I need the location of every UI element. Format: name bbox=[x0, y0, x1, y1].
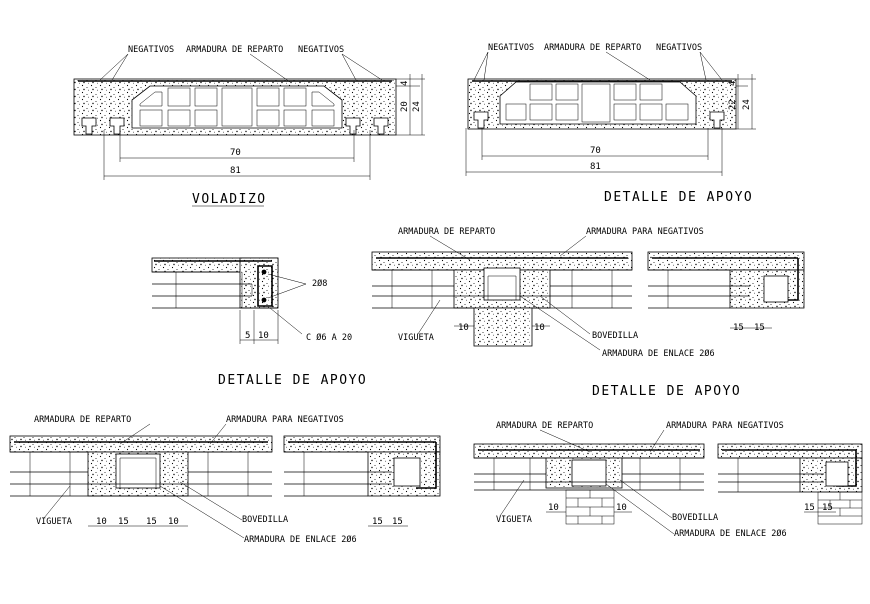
label-armadura-reparto-a: ARMADURA DE REPARTO bbox=[186, 45, 283, 55]
dim-10-d2: 10 bbox=[534, 323, 545, 333]
dim-5-c: 5 bbox=[245, 331, 250, 341]
label-vigueta-f: VIGUETA bbox=[496, 515, 532, 525]
dim-15-e2: 15 bbox=[146, 517, 157, 527]
bovedilla-block bbox=[131, 85, 343, 129]
dim-24-a: 24 bbox=[412, 101, 422, 112]
label-armadura-enlace-e: ARMADURA DE ENLACE 2Ø6 bbox=[244, 534, 357, 545]
dim-22-b: 22 bbox=[728, 99, 738, 110]
label-stirrup: C Ø6 A 20 bbox=[306, 332, 352, 343]
label-negativos-a2: NEGATIVOS bbox=[298, 45, 344, 55]
dim-4-a: 4 bbox=[400, 81, 410, 86]
dim-24-b: 24 bbox=[742, 99, 752, 110]
label-armadura-reparto-e: ARMADURA DE REPARTO bbox=[34, 415, 131, 425]
bovedilla-block-b bbox=[499, 81, 697, 125]
title-detalle-apoyo-1: DETALLE DE APOYO bbox=[604, 190, 753, 205]
dim-81-a: 81 bbox=[230, 166, 241, 176]
section-continuous-bottom-right bbox=[473, 429, 863, 535]
dim-81-b: 81 bbox=[590, 162, 601, 172]
label-bovedilla-d: BOVEDILLA bbox=[592, 331, 638, 341]
label-vigueta-e: VIGUETA bbox=[36, 517, 72, 527]
masonry-wall bbox=[565, 489, 615, 525]
label-armadura-negativos-e: ARMADURA PARA NEGATIVOS bbox=[226, 415, 344, 425]
dim-10-c: 10 bbox=[258, 331, 269, 341]
dim-70-b: 70 bbox=[590, 146, 601, 156]
section-continuous-mid bbox=[371, 235, 805, 351]
title-detalle-apoyo-2: DETALLE DE APOYO bbox=[218, 373, 367, 388]
dim-15-d1: 15 bbox=[733, 323, 744, 333]
label-armadura-reparto-d: ARMADURA DE REPARTO bbox=[398, 227, 495, 237]
label-negativos-a1: NEGATIVOS bbox=[128, 45, 174, 55]
dim-70-a: 70 bbox=[230, 148, 241, 158]
label-armadura-negativos-d: ARMADURA PARA NEGATIVOS bbox=[586, 227, 704, 237]
dim-15-e3: 15 bbox=[372, 517, 383, 527]
label-negativos-b2: NEGATIVOS bbox=[656, 43, 702, 53]
label-bovedilla-e: BOVEDILLA bbox=[242, 515, 288, 525]
label-armadura-enlace-f: ARMADURA DE ENLACE 2Ø6 bbox=[674, 528, 787, 539]
dim-15-f2: 15 bbox=[822, 503, 833, 513]
dim-20-a: 20 bbox=[400, 101, 410, 112]
dim-10-f1: 10 bbox=[548, 503, 559, 513]
section-cantilever-detail bbox=[151, 257, 307, 344]
section-voladizo bbox=[73, 53, 425, 180]
dim-10-e1: 10 bbox=[96, 517, 107, 527]
label-armadura-enlace-d: ARMADURA DE ENLACE 2Ø6 bbox=[602, 348, 715, 359]
section-apoyo-top bbox=[465, 51, 756, 176]
label-armadura-reparto-f: ARMADURA DE REPARTO bbox=[496, 421, 593, 431]
title-detalle-apoyo-3: DETALLE DE APOYO bbox=[592, 384, 741, 399]
dim-10-d1: 10 bbox=[458, 323, 469, 333]
dim-15-d2: 15 bbox=[754, 323, 765, 333]
dim-15-e1: 15 bbox=[118, 517, 129, 527]
dim-15-e4: 15 bbox=[392, 517, 403, 527]
label-vigueta-d: VIGUETA bbox=[398, 333, 434, 343]
label-armadura-reparto-b: ARMADURA DE REPARTO bbox=[544, 43, 641, 53]
label-bovedilla-f: BOVEDILLA bbox=[672, 513, 718, 523]
label-negativos-b1: NEGATIVOS bbox=[488, 43, 534, 53]
title-voladizo: VOLADIZO bbox=[192, 192, 267, 207]
dim-15-f1: 15 bbox=[804, 503, 815, 513]
dim-4-b: 4 bbox=[728, 81, 738, 86]
dim-10-f2: 10 bbox=[616, 503, 627, 513]
label-armadura-negativos-f: ARMADURA PARA NEGATIVOS bbox=[666, 421, 784, 431]
dim-10-e2: 10 bbox=[168, 517, 179, 527]
beam-opening-d bbox=[483, 267, 521, 301]
label-2phi8: 2Ø8 bbox=[312, 278, 327, 289]
section-continuous-bottom-left bbox=[9, 423, 441, 539]
